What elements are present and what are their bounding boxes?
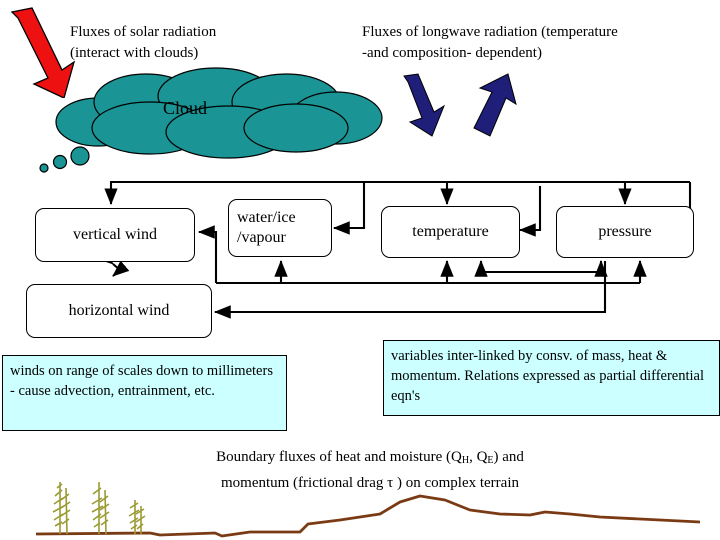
boundary-flux-sub-e: E bbox=[487, 455, 494, 466]
boundary-flux-line1-a: Boundary fluxes of heat and moisture (Q bbox=[216, 449, 462, 465]
box-pressure-label: pressure bbox=[598, 223, 652, 240]
navy-down-arrow-icon bbox=[403, 73, 446, 137]
note-variables: variables inter-linked by consv. of mass… bbox=[383, 340, 720, 416]
box-vertical-wind[interactable]: vertical wind bbox=[35, 208, 195, 262]
box-temperature[interactable]: temperature bbox=[381, 206, 520, 258]
cloud-label: Cloud bbox=[163, 98, 208, 118]
boundary-flux-caption: Boundary fluxes of heat and moisture (QH… bbox=[150, 446, 590, 494]
box-temperature-label: temperature bbox=[412, 223, 489, 240]
vegetation-icon bbox=[52, 482, 146, 535]
box-water-ice-vapour-label: water/ice /vapour bbox=[237, 209, 296, 246]
navy-up-arrow-icon bbox=[473, 73, 517, 137]
solar-flux-caption: Fluxes of solar radiation (interact with… bbox=[70, 24, 217, 61]
red-down-arrow-icon bbox=[10, 7, 76, 98]
box-pressure[interactable]: pressure bbox=[556, 206, 694, 258]
boundary-flux-sub-h: H bbox=[461, 455, 470, 466]
note-winds: winds on range of scales down to millime… bbox=[2, 355, 287, 431]
box-horizontal-wind[interactable]: horizontal wind bbox=[26, 284, 212, 338]
box-horizontal-wind-label: horizontal wind bbox=[68, 302, 170, 319]
boundary-flux-line2: momentum (frictional drag τ ) on complex… bbox=[220, 475, 519, 491]
box-water-ice-vapour[interactable]: water/ice /vapour bbox=[228, 199, 332, 257]
box-vertical-wind-label: vertical wind bbox=[73, 226, 157, 243]
cloud-shape-icon bbox=[39, 67, 383, 173]
longwave-flux-caption: Fluxes of longwave radiation (temperatur… bbox=[362, 24, 618, 61]
terrain-profile-icon bbox=[35, 482, 701, 538]
boundary-flux-line1-b: , Q bbox=[469, 449, 488, 465]
boundary-flux-line1-c: ) and bbox=[493, 449, 524, 465]
